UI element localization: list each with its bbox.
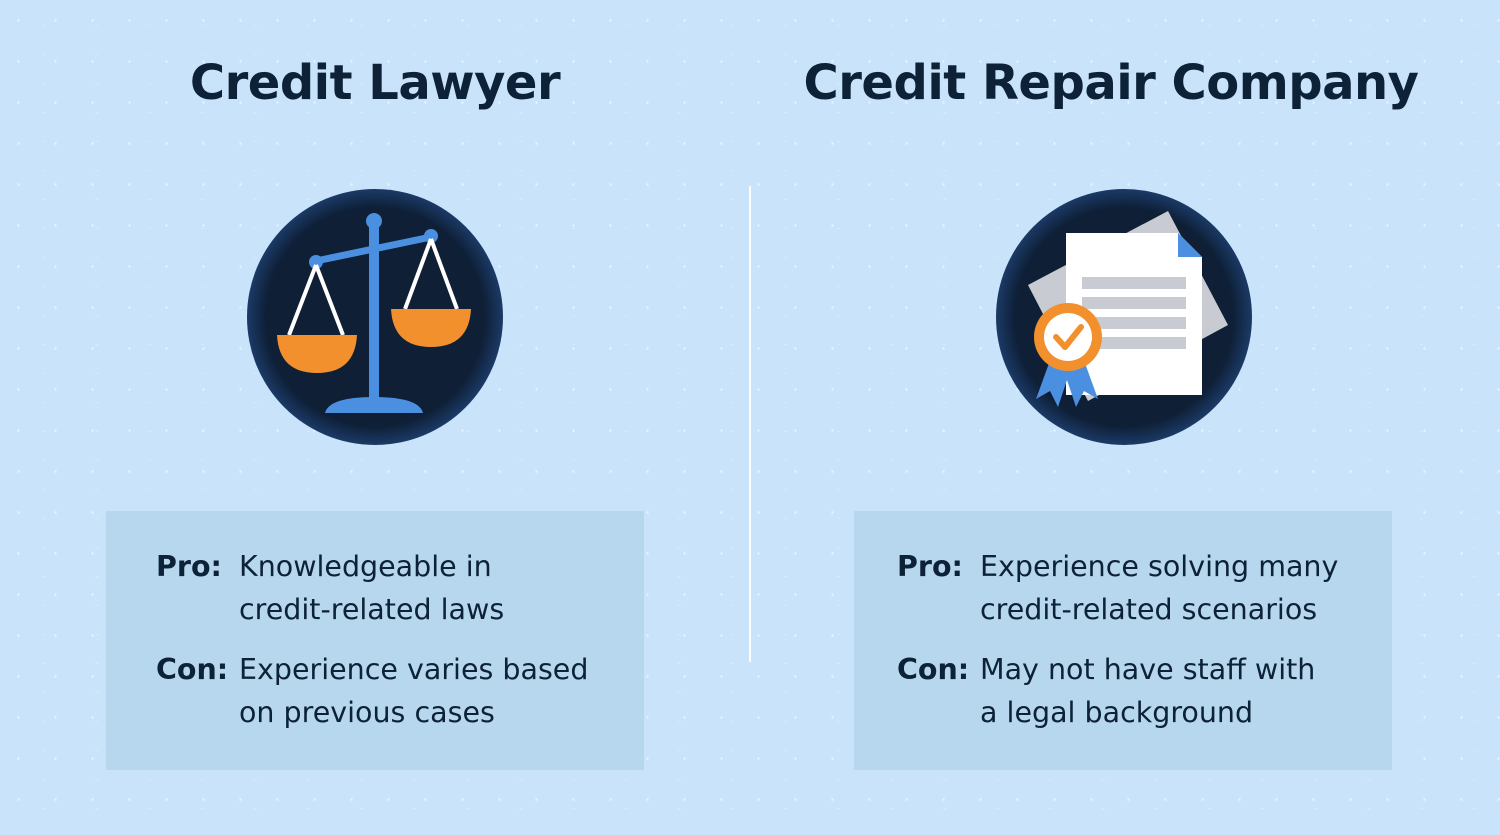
credit-lawyer-column: Credit Lawyer <box>106 55 644 770</box>
con-text: Experience varies based on previous case… <box>239 653 589 729</box>
credit-lawyer-pro-row: Pro: Knowledgeable in credit-related law… <box>156 545 619 631</box>
credit-repair-company-con-row: Con: May not have staff with a legal bac… <box>897 648 1360 734</box>
con-label: Con: <box>156 653 229 686</box>
certificate-document-icon <box>992 185 1256 449</box>
pro-label: Pro: <box>156 550 222 583</box>
credit-repair-company-title: Credit Repair Company <box>803 55 1419 111</box>
pro-label: Pro: <box>897 550 963 583</box>
con-text: May not have staff with a legal backgrou… <box>980 653 1316 729</box>
credit-repair-company-column: Credit Repair Company <box>750 0 1500 835</box>
pro-text: Experience solving many credit-related s… <box>980 550 1339 626</box>
credit-lawyer-pros-cons-card <box>106 511 644 770</box>
credit-lawyer-con-row: Con: Experience varies based on previous… <box>156 648 619 734</box>
column-divider <box>749 186 751 662</box>
credit-repair-company-pro-row: Pro: Experience solving many credit-rela… <box>897 545 1360 631</box>
con-label: Con: <box>897 653 970 686</box>
credit-lawyer-title: Credit Lawyer <box>189 55 561 111</box>
credit-repair-company-pros-cons-card <box>854 511 1392 770</box>
pro-text: Knowledgeable in credit-related laws <box>239 550 505 626</box>
scales-of-justice-icon <box>243 185 507 449</box>
